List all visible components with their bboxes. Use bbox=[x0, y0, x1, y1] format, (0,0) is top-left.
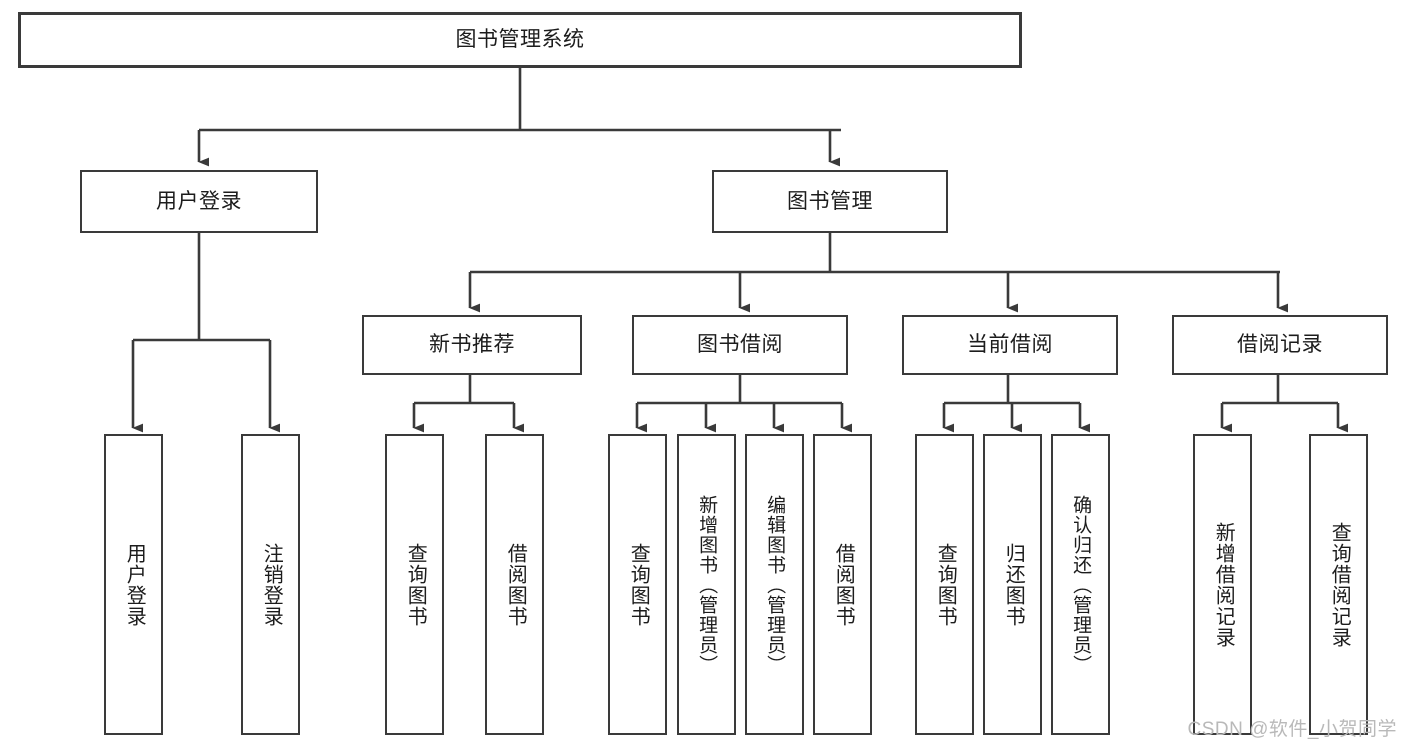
node-book-management-label: 图书管理 bbox=[787, 189, 873, 213]
node-leaf-add-book-label: 新增图书（管理员） bbox=[696, 494, 718, 675]
node-current-borrow[interactable]: 当前借阅 bbox=[902, 315, 1118, 375]
node-current-borrow-label: 当前借阅 bbox=[967, 333, 1053, 357]
node-leaf-confirm-return[interactable]: 确认归还（管理员） bbox=[1051, 434, 1110, 735]
node-borrow-record[interactable]: 借阅记录 bbox=[1172, 315, 1388, 375]
node-book-management[interactable]: 图书管理 bbox=[712, 170, 948, 233]
node-book-borrow[interactable]: 图书借阅 bbox=[632, 315, 848, 375]
node-leaf-edit-book-label: 编辑图书（管理员） bbox=[764, 494, 786, 675]
node-leaf-query-book-2[interactable]: 查询图书 bbox=[608, 434, 667, 735]
node-leaf-return-book[interactable]: 归还图书 bbox=[983, 434, 1042, 735]
node-leaf-query-record-label: 查询借阅记录 bbox=[1328, 521, 1351, 648]
node-borrow-record-label: 借阅记录 bbox=[1237, 333, 1323, 357]
node-user-login-label: 用户登录 bbox=[156, 189, 242, 213]
node-book-borrow-label: 图书借阅 bbox=[697, 333, 783, 357]
node-leaf-query-book-1[interactable]: 查询图书 bbox=[385, 434, 444, 735]
node-new-book-recommend-label: 新书推荐 bbox=[429, 333, 515, 357]
node-leaf-borrow-book-1-label: 借阅图书 bbox=[504, 542, 527, 627]
node-leaf-add-book[interactable]: 新增图书（管理员） bbox=[677, 434, 736, 735]
node-root[interactable]: 图书管理系统 bbox=[18, 12, 1022, 68]
node-user-login[interactable]: 用户登录 bbox=[80, 170, 318, 233]
node-leaf-query-book-2-label: 查询图书 bbox=[627, 542, 650, 627]
node-leaf-add-record-label: 新增借阅记录 bbox=[1212, 521, 1235, 648]
node-leaf-borrow-book-1[interactable]: 借阅图书 bbox=[485, 434, 544, 735]
node-leaf-query-book-3[interactable]: 查询图书 bbox=[915, 434, 974, 735]
node-root-label: 图书管理系统 bbox=[455, 28, 585, 52]
node-leaf-query-record[interactable]: 查询借阅记录 bbox=[1309, 434, 1368, 735]
node-leaf-query-book-1-label: 查询图书 bbox=[404, 542, 427, 627]
node-leaf-edit-book[interactable]: 编辑图书（管理员） bbox=[745, 434, 804, 735]
node-leaf-logout[interactable]: 注销登录 bbox=[241, 434, 300, 735]
node-new-book-recommend[interactable]: 新书推荐 bbox=[362, 315, 582, 375]
node-leaf-add-record[interactable]: 新增借阅记录 bbox=[1193, 434, 1252, 735]
node-leaf-borrow-book-2-label: 借阅图书 bbox=[832, 542, 855, 627]
node-leaf-user-login[interactable]: 用户登录 bbox=[104, 434, 163, 735]
node-leaf-confirm-return-label: 确认归还（管理员） bbox=[1070, 494, 1092, 675]
node-leaf-borrow-book-2[interactable]: 借阅图书 bbox=[813, 434, 872, 735]
node-leaf-query-book-3-label: 查询图书 bbox=[934, 542, 957, 627]
node-leaf-return-book-label: 归还图书 bbox=[1002, 542, 1025, 627]
node-leaf-user-login-label: 用户登录 bbox=[123, 542, 146, 627]
node-leaf-logout-label: 注销登录 bbox=[260, 542, 283, 627]
